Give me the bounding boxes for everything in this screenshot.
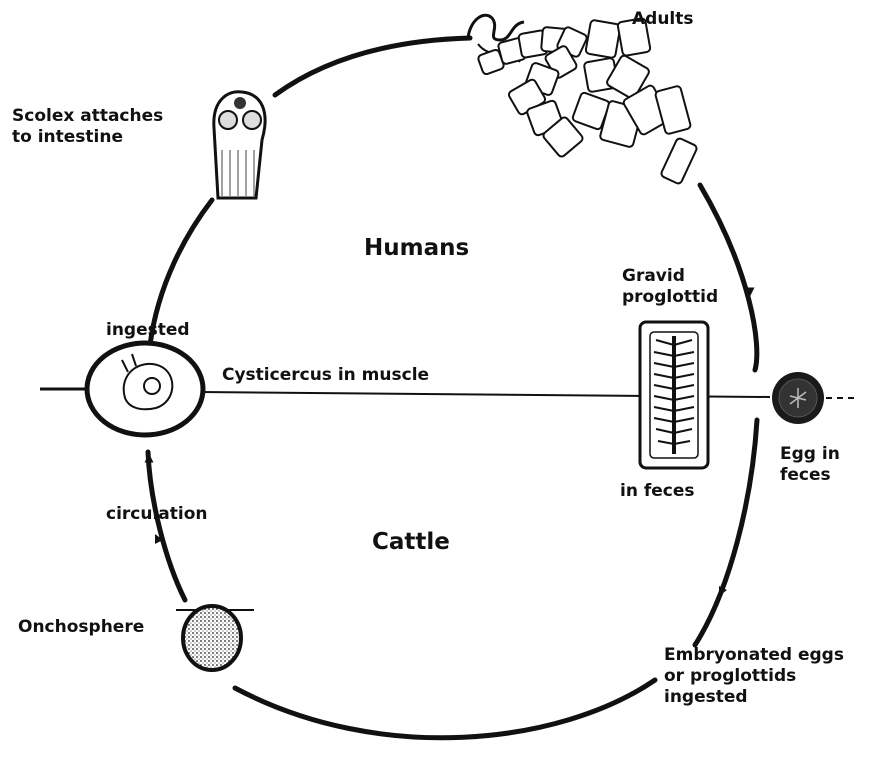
arc-scolex-to-adults: [275, 38, 470, 95]
arrowhead-right-lower: [721, 590, 722, 592]
egg-label: Egg in feces: [780, 444, 840, 486]
scolex-label: Scolex attaches to intestine: [12, 106, 163, 148]
scolex-icon: [214, 92, 265, 198]
adults-label: Adults: [632, 9, 694, 30]
gravid-proglottid-label: Gravid proglottid: [622, 266, 718, 308]
onchosphere-icon: [176, 606, 254, 670]
ingested-label: ingested: [106, 320, 190, 341]
humans-label: Humans: [364, 234, 469, 262]
arrowhead-left-lower: [157, 538, 158, 540]
arc-onchosphere-to-cysticercus: [148, 452, 185, 600]
embryonated-label: Embryonated eggs or proglottids ingested: [664, 645, 844, 708]
arc-ingested-to-onchosphere: [235, 680, 655, 738]
cysticercus-icon: [87, 343, 203, 435]
egg-icon: [772, 372, 824, 424]
gravid-proglottid-icon: [640, 322, 708, 468]
circulation-label: circulation: [106, 504, 208, 525]
onchosphere-label: Onchosphere: [18, 617, 144, 638]
in-feces-label: in feces: [620, 481, 695, 502]
cysticercus-label: Cysticercus in muscle: [222, 365, 429, 386]
adult-tapeworm-icon: [468, 15, 698, 184]
cattle-label: Cattle: [372, 528, 450, 556]
